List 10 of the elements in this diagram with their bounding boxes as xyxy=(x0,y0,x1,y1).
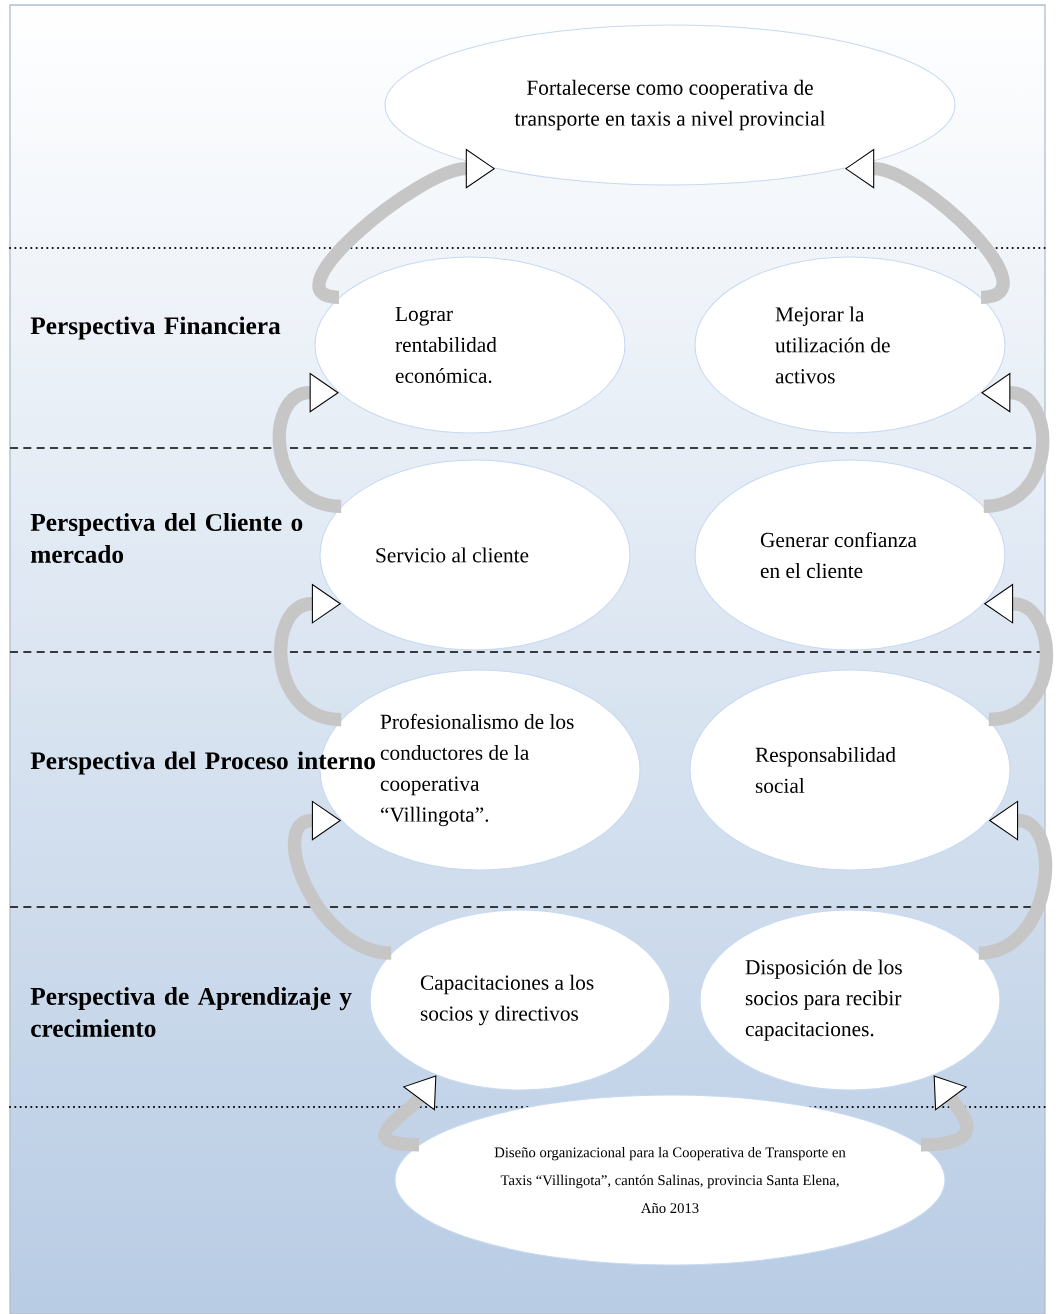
curved-arrow xyxy=(378,1075,437,1152)
curved-arrow xyxy=(920,1075,974,1152)
curved-arrow xyxy=(288,800,393,960)
perspective-label: Perspectiva de Aprendizaje y crecimiento xyxy=(30,987,352,1037)
curved-arrow xyxy=(977,800,1053,960)
perspective-label: Perspectiva del Cliente o mercado xyxy=(30,513,303,563)
curved-arrow xyxy=(272,372,343,513)
perspective-label: Perspectiva Financiera xyxy=(30,316,281,340)
curved-arrow xyxy=(274,583,343,727)
perspective-label: Perspectiva del Proceso interno xyxy=(30,751,375,775)
